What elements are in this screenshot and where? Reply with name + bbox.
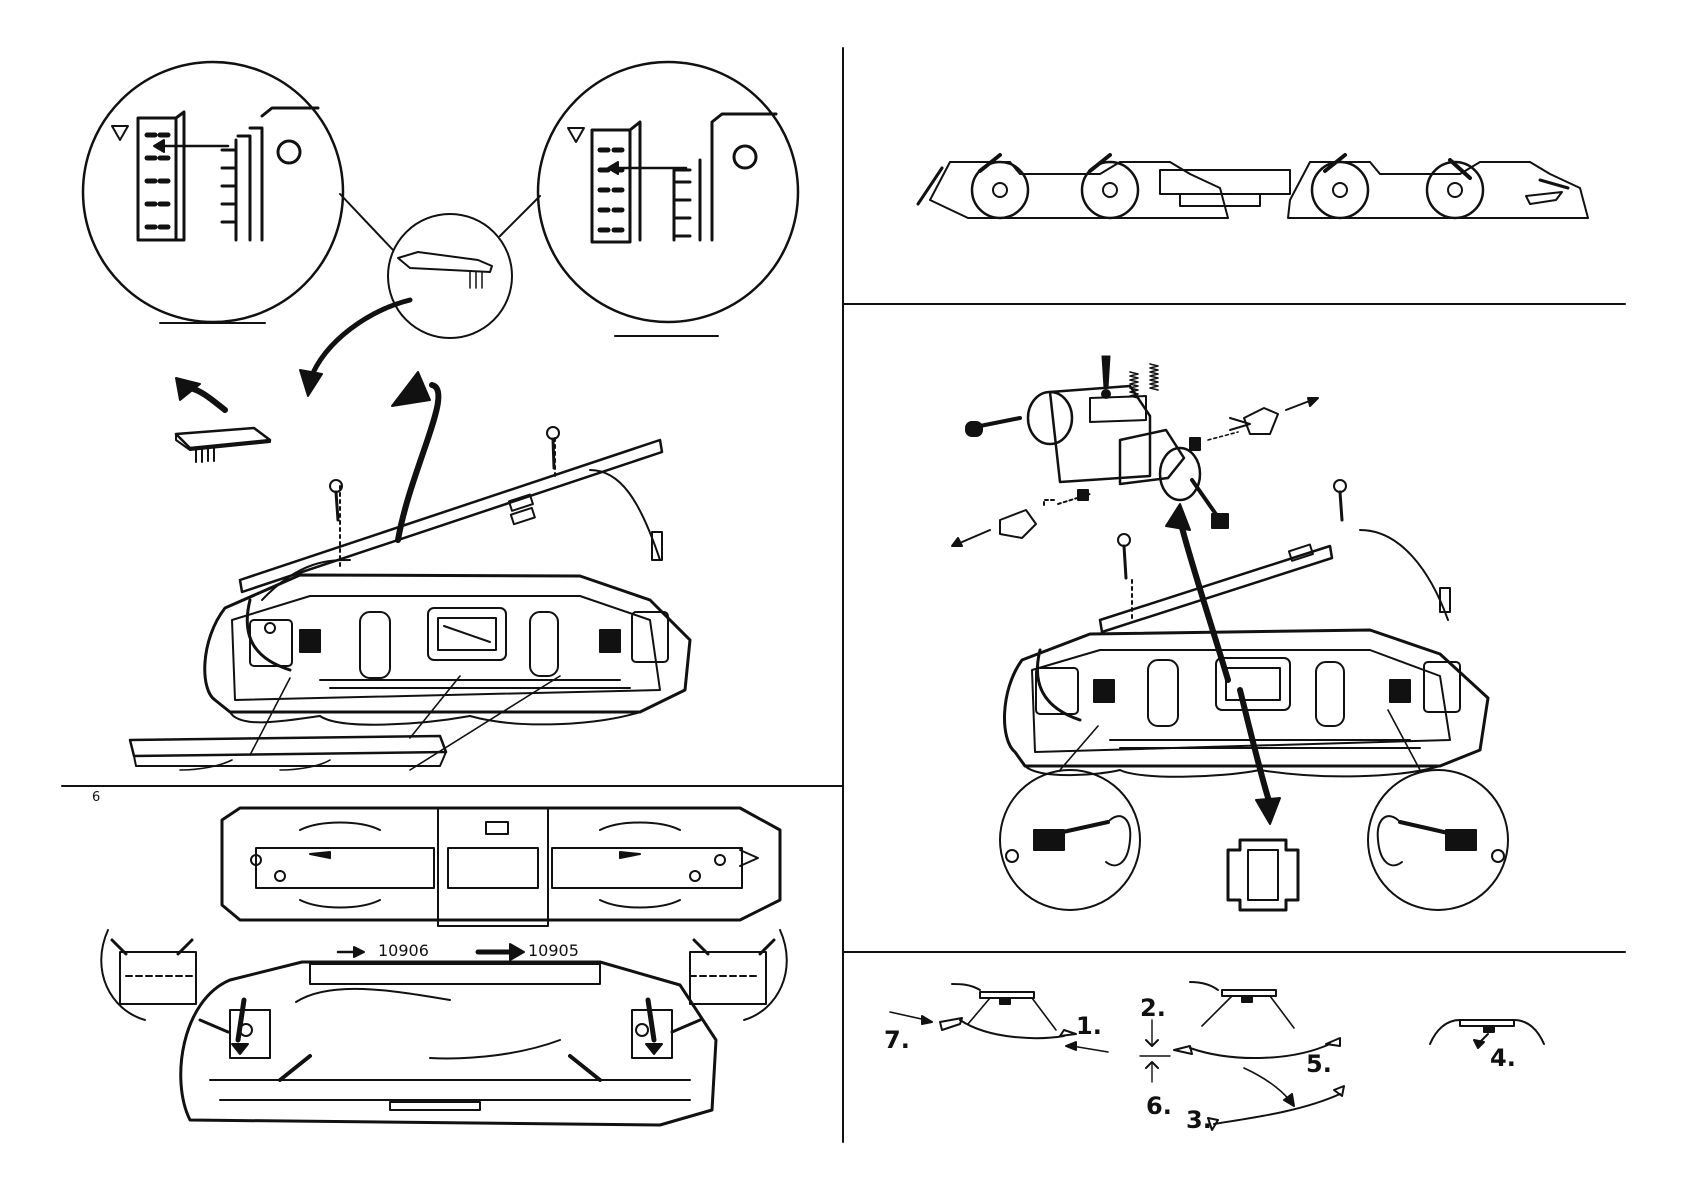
bogies-side-view	[918, 155, 1685, 218]
step-label-6: 6.	[1146, 1092, 1172, 1120]
step-label-1: 1.	[1076, 1012, 1102, 1040]
step-label-3: 3.	[1186, 1106, 1212, 1134]
wheel-detail-left	[101, 930, 196, 1020]
curved-arrows-top-left	[176, 300, 438, 540]
decoder-chip	[176, 428, 270, 462]
step-label-7: 7.	[884, 1026, 910, 1054]
wheel-detail-right	[690, 930, 787, 1020]
warning-exclamation-icon	[1102, 356, 1110, 398]
pickup-shoe-step-right	[1430, 1020, 1544, 1048]
part-legend	[338, 944, 524, 960]
locomotive-chassis-middle-right	[1005, 530, 1488, 824]
axle-detail-left	[1000, 770, 1140, 910]
step-label-2: 2.	[1140, 994, 1166, 1022]
gear-cover-part	[1228, 840, 1298, 910]
side-skirt-part	[130, 736, 446, 770]
part-number-label-small: 10906	[378, 941, 429, 960]
locomotive-chassis-top-left	[205, 427, 960, 770]
step-label-4: 4.	[1490, 1044, 1516, 1072]
up-arrow	[1166, 504, 1228, 680]
chassis-underside	[222, 808, 780, 926]
panel-dividers	[62, 48, 1625, 1142]
motor-assembly	[952, 386, 1318, 546]
page-number: 6	[92, 790, 100, 805]
decoder-board-detail-right	[538, 62, 798, 336]
decoder-board-detail-left	[83, 62, 343, 323]
step-label-5: 5.	[1306, 1050, 1332, 1078]
axle-detail-right	[1368, 770, 1508, 910]
chassis-bottom-left	[181, 962, 716, 1125]
part-number-label-large: 10905	[528, 941, 579, 960]
